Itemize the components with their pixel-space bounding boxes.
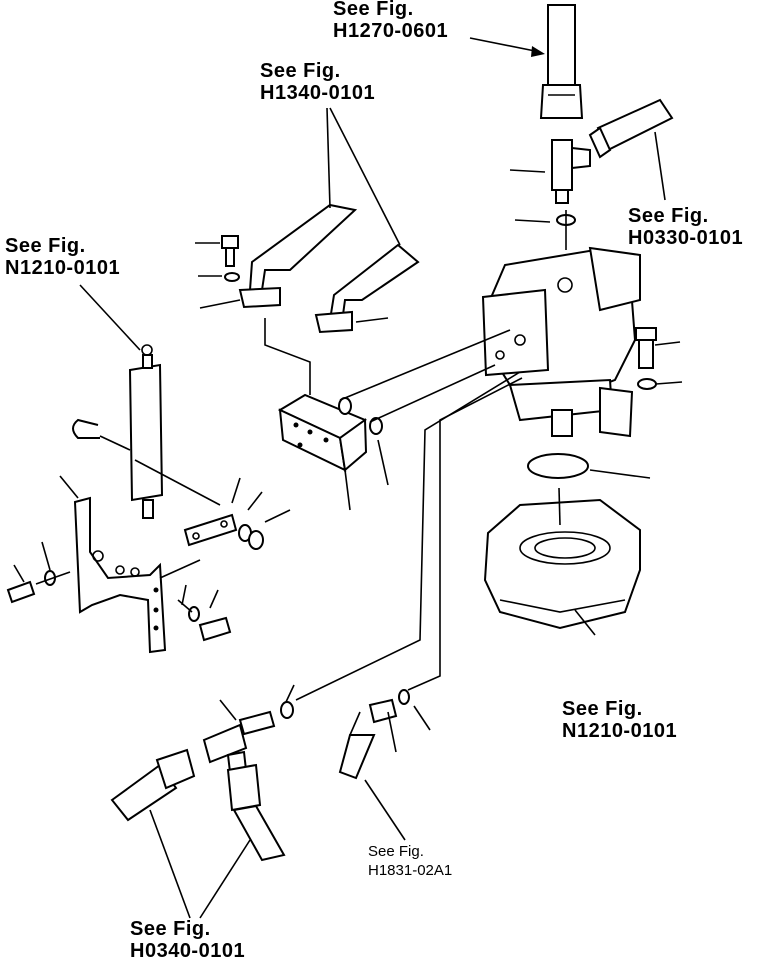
- connector-lines: [35, 210, 567, 701]
- hydraulic-cylinder: [128, 344, 164, 519]
- top-vertical-pipe: [539, 4, 584, 119]
- bracket-plate: [73, 496, 167, 654]
- manifold-block: [277, 393, 368, 472]
- o-ring-block-2: [369, 417, 383, 435]
- bent-hoses: [238, 203, 420, 334]
- right-hose-fitting: [588, 98, 674, 159]
- elbow-fitting: [338, 689, 410, 780]
- link-plate: [183, 513, 264, 550]
- tee-fitting-bottom: [202, 701, 294, 774]
- callout-n1210-right: See Fig.N1210-0101: [562, 698, 678, 742]
- callout-h1340: See Fig.H1340-0101: [260, 60, 376, 104]
- callout-h1270: See Fig.H1270-0601: [333, 0, 449, 42]
- callout-h1831: See Fig.H1831-02A1: [368, 843, 453, 879]
- left-bolts: [6, 570, 232, 642]
- callout-h0330: See Fig.H0330-0101: [628, 205, 744, 249]
- hose-bolts: [221, 235, 240, 282]
- callout-leaders: [79, 37, 666, 919]
- tee-fitting-top: [551, 139, 591, 226]
- callout-n1210-left: See Fig.N1210-0101: [5, 235, 121, 279]
- hose-bottom-vertical: [226, 763, 286, 862]
- large-o-ring: [527, 453, 589, 479]
- hose-bottom-left: [110, 748, 196, 822]
- bolt-right: [635, 327, 657, 390]
- u-bolt: [72, 418, 100, 439]
- part-ticks: [13, 169, 683, 753]
- gear-housing: [483, 498, 641, 630]
- hydraulic-motor: [481, 246, 641, 438]
- callout-h0340: See Fig.H0340-0101: [130, 918, 246, 962]
